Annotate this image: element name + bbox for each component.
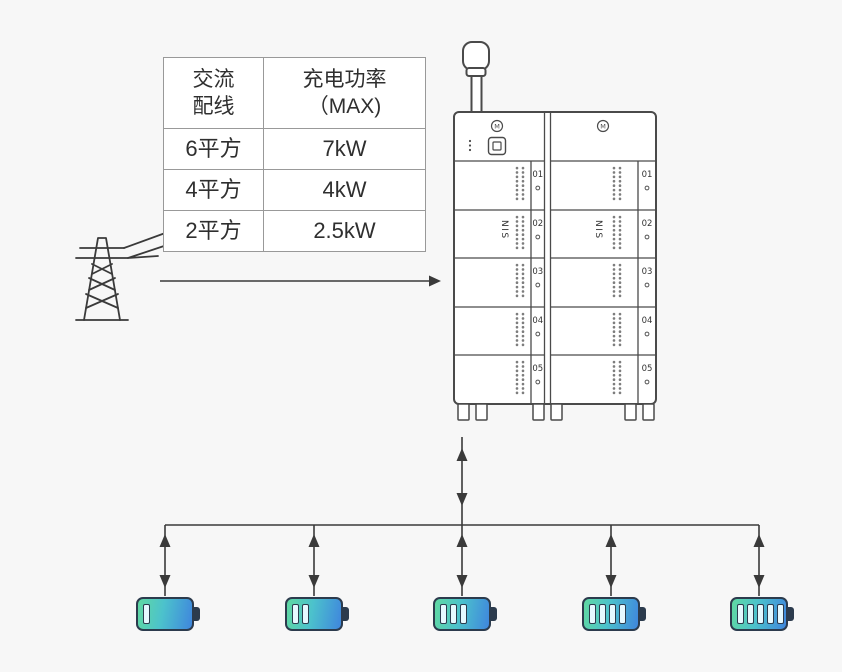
- wiring-power-table: 交流 配线 充电功率 （MAX) 6平方 7kW 4平方 4kW 2平方 2.5…: [163, 57, 426, 252]
- battery-link: [605, 525, 617, 596]
- slot-label: 04: [642, 316, 653, 326]
- slot-label: 05: [642, 364, 653, 374]
- power-tower-icon: [75, 231, 171, 321]
- battery-link: [159, 525, 171, 596]
- brand-logo-letter: M: [494, 123, 500, 131]
- slot-label: 03: [532, 267, 543, 277]
- grid-to-cabinet-arrow: [160, 275, 441, 287]
- battery-level-bars: [287, 599, 341, 629]
- cabinet-side-label: NIS: [499, 220, 509, 240]
- battery-icon: [730, 597, 788, 631]
- table-row: 4平方 4kW: [163, 169, 426, 211]
- battery-icon: [433, 597, 491, 631]
- slot-label: 02: [642, 219, 653, 229]
- slot-labels-left: 01 02 03 04 05: [532, 170, 543, 374]
- slot-labels-right: 01 02 03 04 05: [642, 170, 653, 374]
- battery-level-bars: [138, 599, 192, 629]
- slot-label: 02: [532, 219, 543, 229]
- wire-size-cell: 4平方: [163, 169, 264, 211]
- slot-label: 04: [532, 316, 543, 326]
- slot-indicator-leds: [535, 185, 650, 385]
- slot-label: 05: [532, 364, 543, 374]
- battery-level-bars: [584, 599, 638, 629]
- power-value-cell: 7kW: [263, 128, 426, 170]
- table-row: 6平方 7kW: [163, 128, 426, 170]
- panel-dots-icon: [468, 139, 472, 152]
- battery-link: [753, 525, 765, 596]
- power-value-cell: 4kW: [263, 169, 426, 211]
- battery-level-bars: [732, 599, 786, 629]
- table-header-max-power: 充电功率 （MAX): [263, 57, 426, 129]
- brand-logo-letter: M: [600, 123, 606, 131]
- wire-size-cell: 6平方: [163, 128, 264, 170]
- battery-icon: [136, 597, 194, 631]
- cabinet-antenna-icon: [462, 41, 490, 114]
- vent-grille: [515, 166, 622, 398]
- slot-label: 01: [642, 170, 653, 180]
- battery-links: [159, 525, 765, 596]
- battery-level-bars: [435, 599, 489, 629]
- display-button-icon: [487, 136, 507, 156]
- battery-icon: [582, 597, 640, 631]
- brand-logo-right: M: [596, 119, 610, 133]
- cabinet-side-label: NIS: [593, 220, 603, 240]
- battery-icon: [285, 597, 343, 631]
- slot-label: 01: [532, 170, 543, 180]
- brand-logo-left: M: [490, 119, 504, 133]
- cabinet-frame-lines: [454, 112, 656, 404]
- battery-link: [456, 525, 468, 596]
- wire-size-cell: 2平方: [163, 210, 264, 252]
- table-row: 2平方 2.5kW: [163, 210, 426, 252]
- battery-link: [308, 525, 320, 596]
- cabinet-feet: [457, 403, 655, 421]
- cabinet-to-bus-link: [456, 437, 468, 525]
- charging-cabinet: M M 01 02 03 04 05: [453, 41, 657, 421]
- slot-label: 03: [642, 267, 653, 277]
- table-header-ac-wiring: 交流 配线: [163, 57, 264, 129]
- power-value-cell: 2.5kW: [263, 210, 426, 252]
